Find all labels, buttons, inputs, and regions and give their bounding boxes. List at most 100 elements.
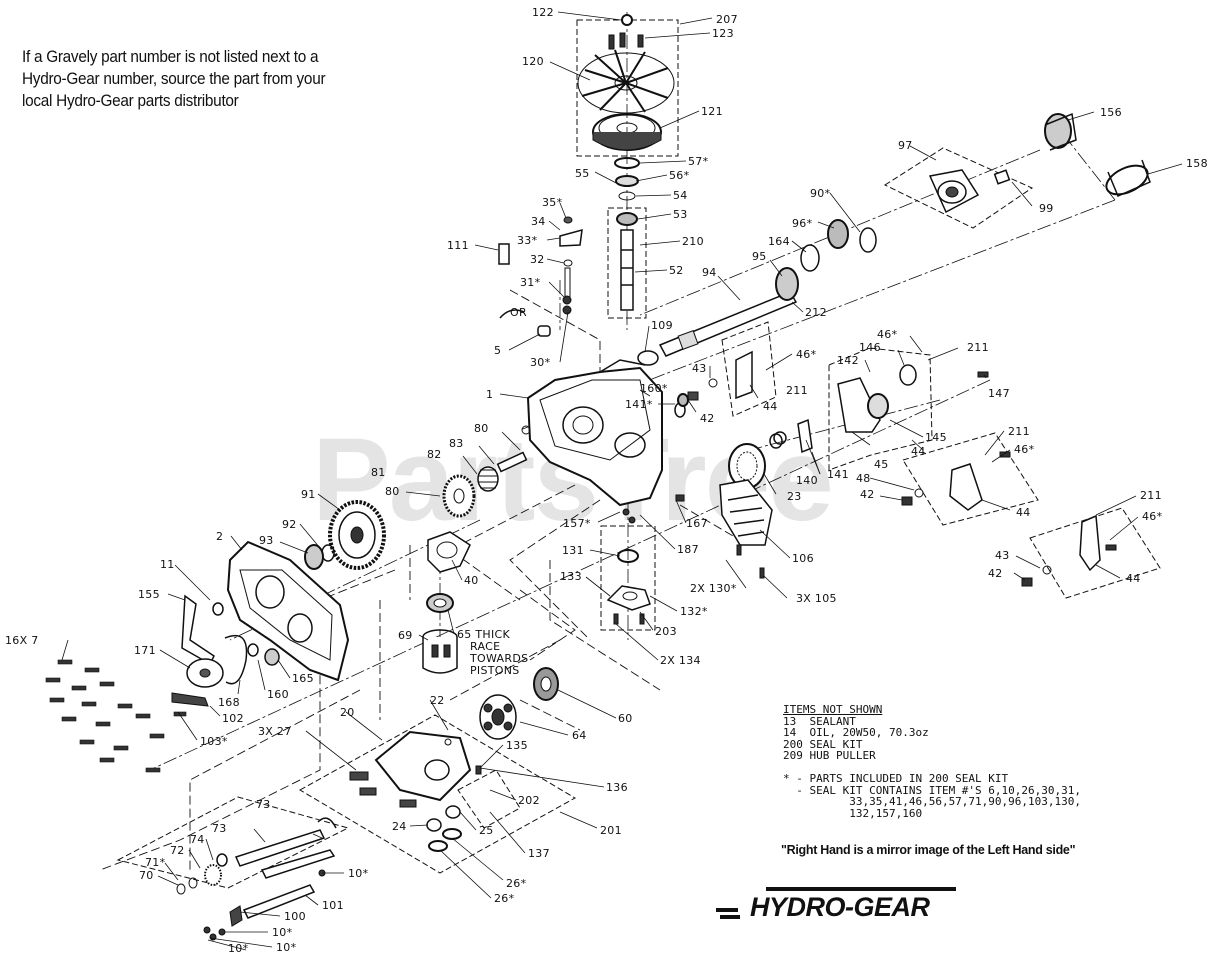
callout-160-top: 160* [640,382,668,395]
callout-80-top: 80 [474,422,489,435]
callout-73-top: 73 [256,798,271,811]
callout-35: 35* [542,196,563,209]
callout-54: 54 [673,189,688,202]
callout-93: 93 [259,534,274,547]
kit-box-97 [883,147,1034,229]
callout-97: 97 [898,139,913,152]
callout-168: 168 [218,696,240,709]
callout-33: 33* [517,234,538,247]
axle-shaft-94-part [637,291,798,366]
callout-167: 167 [686,517,708,530]
notes-line: 200 SEAL KIT [783,737,863,751]
notice-line-2: Hydro-Gear number, source the part from … [22,70,326,88]
callout-207: 207 [716,13,738,26]
housing-bearings-part [674,393,689,502]
callout-46-c: 46* [1014,443,1035,456]
center-section-40-part [427,531,471,573]
callout-42-a: 42 [700,412,715,425]
kit-box-211-a [721,321,777,417]
callout-73-mid: 73 [212,822,227,835]
callout-46-d: 46* [1142,510,1163,523]
callout-111: 111 [447,239,469,252]
callout-3x105: 3X 105 [796,592,837,605]
callout-53: 53 [673,208,688,221]
callout-44-c: 44 [1016,506,1031,519]
sourcing-notice: If a Gravely part number is not listed n… [22,46,366,112]
center-section-20-part [349,730,472,808]
callout-44-d: 44 [1126,572,1141,585]
input-shaft-52-part [620,229,634,311]
callout-71: 71* [145,856,166,869]
callout-30: 30* [530,356,551,369]
notes-line: 33,35,41,46,56,57,71,90,96,103,130, [783,795,1082,808]
notes-line: - SEAL KIT CONTAINS ITEM #'S 6,10,26,30,… [783,783,1082,797]
callout-labels: 122 207 123 120 121 57* 55 56* 54 53 210… [5,6,1208,955]
callout-2x134: 2X 134 [660,654,701,667]
leader-lines [61,11,1183,951]
callout-140: 140 [796,474,818,487]
expansion-tank-106-part [719,479,773,579]
callout-3x27: 3X 27 [258,725,292,738]
callout-10-mid: 10* [272,926,293,939]
callout-81: 81 [371,466,386,479]
bearings-92-93-part [304,544,335,570]
mirror-note: "Right Hand is a mirror image of the Lef… [781,843,1076,857]
notes-line: 209 HUB PULLER [783,749,876,762]
callout-123: 123 [712,27,734,40]
check-valve-parts [426,765,482,852]
callout-99: 99 [1039,202,1054,215]
callout-44-b: 44 [911,445,926,458]
callout-5: 5 [494,344,501,357]
callout-16x7: 16X 7 [5,634,39,647]
axle-bearings-part [775,219,877,301]
callout-20: 20 [340,706,355,719]
callout-171: 171 [134,644,156,657]
callout-34: 34 [531,215,546,228]
seal-stack-part [614,157,640,226]
callout-122: 122 [532,6,554,19]
callout-26-b: 26* [494,892,515,905]
callout-11: 11 [160,558,175,571]
callout-211-c: 211 [1008,425,1030,438]
callout-69: 69 [398,629,413,642]
callout-158: 158 [1186,157,1208,170]
callout-212: 212 [805,306,827,319]
notes-line: 132,157,160 [783,806,923,820]
callout-91: 91 [301,488,316,501]
callout-94: 94 [702,266,717,279]
callout-1: 1 [486,388,493,401]
callout-10-top: 10* [348,867,369,880]
callout-80-bottom: 80 [385,485,400,498]
gears-81-82-83-part [442,425,531,518]
callout-48: 48 [856,472,871,485]
callout-211-d: 211 [1140,489,1162,502]
callout-96: 96* [792,217,813,230]
callout-202: 202 [518,794,540,807]
notes-line: 13 SEALANT [783,714,856,728]
callout-211-b: 211 [967,341,989,354]
callout-211-a: 211 [786,384,808,397]
callout-101: 101 [322,899,344,912]
callout-65-pistons: PISTONS [470,664,520,677]
callout-43-bottom: 43 [995,549,1010,562]
callout-32: 32 [530,253,545,266]
callout-46-a: 46* [796,348,817,361]
callout-25: 25 [479,824,494,837]
callout-57: 57* [688,155,709,168]
callout-74: 74 [190,833,205,846]
callout-141-mid: 141 [827,468,849,481]
callout-103: 103* [200,735,228,748]
kit-box-211-b [828,347,933,471]
cover-2-part [212,540,350,682]
brake-bracket-parts [687,350,1117,587]
gear-91-part [328,500,386,570]
callout-145: 145 [925,431,947,444]
kit-box-shaft [116,796,350,889]
callout-187: 187 [677,543,699,556]
callout-31: 31* [520,276,541,289]
callout-157: 157* [563,517,591,530]
callout-121: 121 [701,105,723,118]
callout-42-c: 42 [988,567,1003,580]
callout-165: 165 [292,672,314,685]
